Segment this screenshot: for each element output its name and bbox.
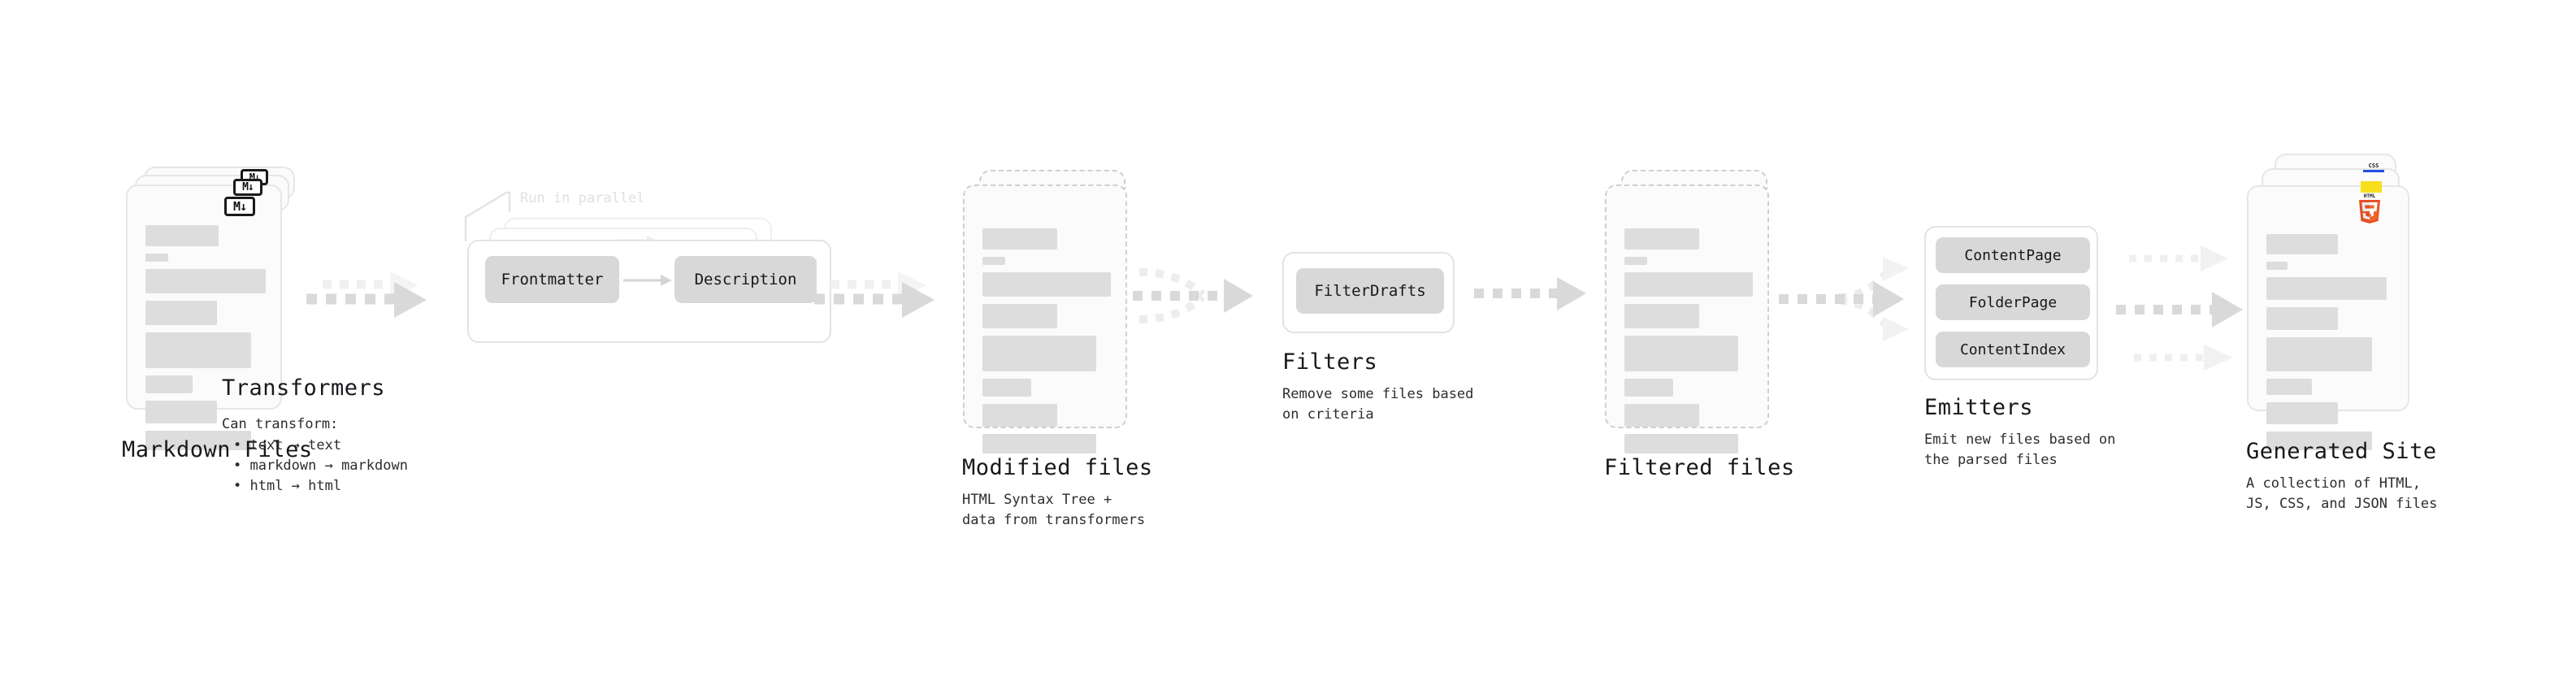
markdown-file-stack: M↓ M↓ M↓ [126,167,297,450]
arrow-modified-to-filters [1130,248,1276,345]
transformer-chip-label: Frontmatter [501,271,604,288]
skeleton-row [145,254,168,262]
transform-bullet: • text → text [233,437,342,453]
css-icon-label: CSS [2368,163,2379,169]
filter-chip-label: FilterDrafts [1314,282,1426,300]
transform-bullet: • html → html [233,478,342,494]
skeleton-row [982,304,1057,328]
skeleton-row [1624,228,1699,249]
stage-subtitle: A collection of HTML, JS, CSS, and JSON … [2246,475,2438,512]
skeleton-row [1624,434,1738,453]
skeleton-row [2266,337,2372,371]
transformer-chip[interactable]: Frontmatter [485,256,619,303]
emitter-chip[interactable]: ContentPage [1936,237,2090,273]
skeleton-row [145,431,251,450]
arrow-main-line [306,282,427,318]
stage-title: Modified files [962,455,1153,480]
transformer-arrow [623,275,672,286]
stage-generated-site: CSS HTML Generated Site A collection of … [2246,154,2437,512]
stage-subtitle: HTML Syntax Tree + data from transformer… [962,492,1146,528]
arrow-transformers-to-modified [813,268,943,325]
svg-text:HTML: HTML [2364,193,2376,199]
markdown-skeleton [145,225,266,458]
skeleton-row [2266,307,2338,330]
arrow-filtered-to-emitters [1776,234,1922,364]
filtered-skeleton [1624,228,1753,461]
skeleton-row [1624,272,1753,297]
skeleton-row [1624,404,1699,427]
modified-file-stack [963,170,1134,453]
emitter-chip[interactable]: ContentIndex [1936,332,2090,367]
skeleton-row [982,404,1057,427]
emitter-chip-label: FolderPage [1968,293,2058,311]
skeleton-row [982,379,1031,397]
skeleton-row [1624,379,1673,397]
markdown-icon: M↓ [224,197,255,216]
skeleton-row [1624,257,1647,265]
stage-title: Filters [1282,349,1378,375]
transformer-chip[interactable]: Description [674,256,817,303]
html5-icon: HTML [2356,192,2383,224]
skeleton-row [982,257,1005,265]
skeleton-row [982,272,1111,297]
filtered-card-front [1605,184,1769,453]
skeleton-row [2266,277,2387,300]
run-in-parallel-pointer [464,191,511,241]
skeleton-row [145,269,266,293]
stage-title: Transformers [222,375,386,401]
site-card-html [2247,185,2409,450]
css-icon-bar [2363,170,2384,172]
transformer-panel-front: Frontmatter Description [467,240,831,343]
skeleton-row [982,336,1096,371]
markdown-card-front [126,184,282,450]
transform-bullet: • markdown → markdown [233,458,408,474]
emitter-chip[interactable]: FolderPage [1936,284,2090,320]
arrow-main-line [814,282,935,318]
filters-panel: FilterDrafts [1282,252,1455,333]
stage-modified-files: Modified files HTML Syntax Tree + data f… [962,170,1152,528]
skeleton-row [2266,432,2372,450]
stage-subtitle: Can transform: [222,416,339,432]
arrow-emitters-to-site [2113,232,2275,378]
stage-title: Generated Site [2246,439,2437,464]
emitter-chip-label: ContentPage [1964,246,2062,264]
stage-title: Markdown Files [122,437,313,462]
skeleton-row [145,225,219,246]
skeleton-row [982,228,1057,249]
markdown-icon: M↓ [233,179,262,196]
stage-title: Emitters [1924,395,2034,420]
transformer-chip-label: Description [694,271,797,288]
skeleton-row [145,401,217,423]
filter-chip[interactable]: FilterDrafts [1296,268,1444,314]
filtered-file-stack [1605,170,1776,453]
skeleton-row [145,301,217,325]
skeleton-row [1624,336,1738,371]
generated-site-stack: CSS HTML [2247,154,2422,450]
stage-filtered-files: Filtered files [1604,170,1794,480]
skeleton-row [2266,262,2288,270]
css-icon: CSS [2363,163,2384,175]
arrow-markdown-to-transformers [305,268,435,325]
stage-subtitle: Remove some files based on criteria [1282,386,1474,423]
skeleton-row [145,375,193,393]
run-in-parallel-label: Run in parallel [520,190,645,206]
modified-card-front [963,184,1127,453]
emitter-chip-label: ContentIndex [1959,340,2066,358]
skeleton-row [2266,402,2338,424]
skeleton-row [2266,234,2338,254]
site-skeleton [2266,234,2390,458]
skeleton-row [1624,304,1699,328]
stage-subtitle: Emit new files based on the parsed files [1924,432,2116,468]
skeleton-row [145,332,251,368]
stage-title: Filtered files [1604,455,1795,480]
skeleton-row [982,434,1096,453]
arrow-filters-to-filtered [1471,275,1601,315]
skeleton-row [2266,379,2312,395]
modified-skeleton [982,228,1111,461]
js-icon [2361,181,2382,193]
emitters-panel: ContentPage FolderPage ContentIndex [1924,226,2098,380]
stage-markdown-files: M↓ M↓ M↓ Markdown Files [122,167,312,462]
